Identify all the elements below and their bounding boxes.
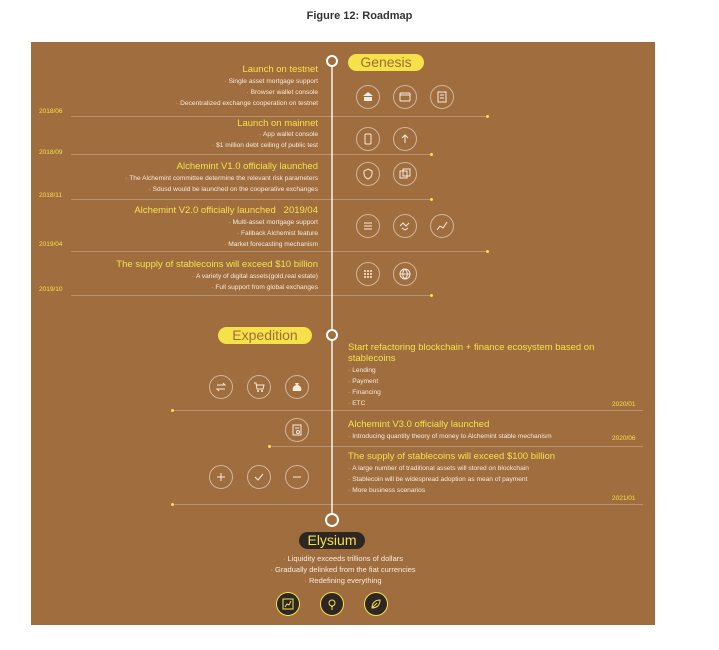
timeline-dot xyxy=(268,445,271,448)
roadmap-panel: Genesis Expedition Elysium Launch on tes… xyxy=(31,42,655,625)
milestone-date: 2020/01 xyxy=(612,401,636,408)
money-bag-icon xyxy=(285,375,309,399)
leaf-icon xyxy=(364,592,388,616)
shield-icon xyxy=(356,162,380,186)
trend-icon xyxy=(430,214,454,238)
timeline-dot xyxy=(430,294,433,297)
timeline-dot xyxy=(430,153,433,156)
timeline-line xyxy=(331,60,333,520)
timeline-dot xyxy=(430,198,433,201)
milestone-item: ·More business scenarios xyxy=(348,487,426,494)
milestone-title: Launch on mainnet xyxy=(237,118,318,129)
milestone-date: 2021/01 xyxy=(612,495,636,502)
milestone-item: ·A large number of traditional assets wi… xyxy=(348,465,529,472)
milestone-date: 2020/06 xyxy=(612,435,636,442)
separator-line xyxy=(71,251,487,252)
milestone-item: ·Market forecasting mechanism xyxy=(224,241,318,248)
handshake-icon xyxy=(393,214,417,238)
chart-board-icon xyxy=(276,592,300,616)
milestone-items: ·Lending ·Payment ·Financing ·ETC xyxy=(348,365,381,409)
milestone-date: 2018/11 xyxy=(39,192,63,199)
milestone-title: Alchemint V2.0 officially launched 2019/… xyxy=(134,205,318,216)
milestone-items: ·Single asset mortgage support ·Browser … xyxy=(176,76,318,109)
milestone-item: ·Introducing quantity theory of money to… xyxy=(348,433,552,440)
milestone-item: ·Lending xyxy=(348,367,376,374)
elysium-item: · Gradually delinked from the fiat curre… xyxy=(270,565,416,574)
milestone-item: ·The Alchemint committee determine the r… xyxy=(125,175,318,182)
elysium-items: · Liquidity exceeds trillions of dollars… xyxy=(31,553,655,586)
plus-icon xyxy=(209,465,233,489)
timeline-dot xyxy=(171,409,174,412)
upload-icon xyxy=(393,127,417,151)
figure-title: Figure 12: Roadmap xyxy=(306,10,413,22)
milestone-date: 2018/09 xyxy=(39,149,63,156)
milestone-item: ·Full support from global exchanges xyxy=(211,284,318,291)
wallet-icon xyxy=(393,85,417,109)
milestone-item: ·Sdusd would be launched on the cooperat… xyxy=(148,186,318,193)
minus-icon xyxy=(285,465,309,489)
milestone-item: ·Browser wallet console xyxy=(246,89,318,96)
separator-line xyxy=(71,295,431,296)
separator-line xyxy=(71,154,431,155)
milestone-item: ·Decentralized exchange cooperation on t… xyxy=(175,100,318,107)
milestone-title: The supply of stablecoins will exceed $1… xyxy=(116,259,318,270)
phase-elysium-label: Elysium xyxy=(299,532,365,549)
elysium-item: · Redefining everything xyxy=(304,576,382,585)
milestone-date: 2018/06 xyxy=(39,108,63,115)
document-icon xyxy=(430,85,454,109)
milestone-items: ·A large number of traditional assets wi… xyxy=(348,463,529,496)
phase-genesis-label: Genesis xyxy=(348,54,424,71)
milestone-item: ·Single asset mortgage support xyxy=(224,78,318,85)
milestone-items: ·The Alchemint committee determine the r… xyxy=(125,173,318,195)
separator-line xyxy=(71,199,431,200)
milestone-item: ·Financing xyxy=(348,389,381,396)
milestone-date: 2019/04 xyxy=(39,241,63,248)
grid-icon xyxy=(356,262,380,286)
timeline-dot xyxy=(486,250,489,253)
milestone-title: Start refactoring blockchain + finance e… xyxy=(348,342,595,364)
milestone-item: ·Stablecoin will be widespread adoption … xyxy=(348,476,528,483)
milestone-title-date: 2019/04 xyxy=(283,205,318,216)
mobile-icon xyxy=(356,127,380,151)
milestone-title: The supply of stablecoins will exceed $1… xyxy=(348,451,556,462)
milestone-item: ·Fallback Alchemist feature xyxy=(236,230,318,237)
transfer-icon xyxy=(209,375,233,399)
timeline-dot xyxy=(171,503,174,506)
separator-line xyxy=(173,410,643,411)
milestone-title: Launch on testnet xyxy=(242,64,318,75)
timeline-node-genesis xyxy=(326,55,338,67)
milestone-title: Alchemint V1.0 officially launched xyxy=(176,161,318,172)
milestone-title: Alchemint V3.0 officially launched xyxy=(348,419,490,430)
separator-line xyxy=(71,116,487,117)
timeline-node-elysium xyxy=(325,513,339,527)
elysium-item: · Liquidity exceeds trillions of dollars xyxy=(282,554,404,563)
bank-icon xyxy=(356,85,380,109)
milestone-items: ·Introducing quantity theory of money to… xyxy=(348,431,552,442)
timeline-node-expedition xyxy=(326,329,338,341)
separator-line xyxy=(173,504,643,505)
milestone-item: ·Payment xyxy=(348,378,379,385)
cart-icon xyxy=(247,375,271,399)
certificate-icon xyxy=(285,418,309,442)
milestone-item: ·Multi-asset mortgage support xyxy=(228,219,318,226)
timeline-dot xyxy=(486,115,489,118)
phase-expedition-label: Expedition xyxy=(218,327,312,344)
milestone-items: ·Multi-asset mortgage support ·Fallback … xyxy=(224,217,318,250)
globe-icon xyxy=(393,262,417,286)
check-icon xyxy=(247,465,271,489)
milestone-items: ·App wallet console ·$1 million debt cei… xyxy=(212,129,318,151)
milestone-item: ·ETC xyxy=(348,400,366,407)
milestone-items: ·A variety of digital assets(gold,real e… xyxy=(192,271,318,293)
milestone-item: ·A variety of digital assets(gold,real e… xyxy=(191,273,318,280)
lightbulb-icon xyxy=(320,592,344,616)
milestone-item: ·App wallet console xyxy=(258,131,318,138)
list-icon xyxy=(356,214,380,238)
milestone-date: 2019/10 xyxy=(39,286,63,293)
separator-line xyxy=(271,446,643,447)
exchange-icon xyxy=(393,162,417,186)
milestone-item: ·$1 million debt ceiling of public test xyxy=(211,142,318,149)
